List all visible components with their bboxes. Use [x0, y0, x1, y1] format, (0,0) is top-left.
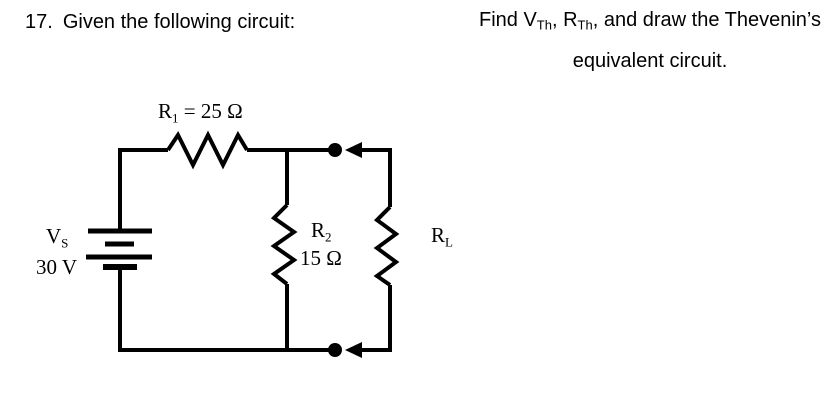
voltage-source-value: 30 V: [36, 255, 78, 279]
instruction-suffix: , and draw the Thevenin’s: [592, 9, 822, 31]
r1-label: R1 = 25 Ω: [158, 99, 243, 130]
instruction-line2: equivalent circuit.: [572, 50, 728, 73]
wire-right-bottom: [360, 285, 392, 352]
question-line: 17. Given the following circuit:: [25, 11, 295, 34]
r2-value: 15 Ω: [300, 246, 342, 270]
terminal-dot-top: [328, 143, 342, 157]
battery-symbol: [86, 228, 152, 270]
r1-resistor-zigzag: [166, 130, 249, 170]
arrowhead-bottom: [345, 342, 362, 358]
rl-subscript: L: [445, 234, 453, 250]
instruction-line1: Find VTh, RTh, and draw the Thevenin’s: [465, 2, 832, 43]
question-text: Given the following circuit:: [62, 11, 296, 33]
r2-symbol: R: [311, 218, 326, 242]
rl-symbol: R: [431, 223, 446, 247]
terminal-dot-bottom: [328, 343, 342, 357]
instruction-block: Find VTh, RTh, and draw the Thevenin’s e…: [465, 2, 832, 80]
instruction-find-prefix: Find V: [478, 9, 537, 31]
r2-subscript: 2: [325, 229, 332, 245]
vth-subscript: Th: [536, 17, 552, 33]
r2-resistor-zigzag: [270, 203, 298, 286]
voltage-source-label: VS: [46, 224, 68, 255]
rl-resistor-zigzag: [373, 205, 400, 287]
r2-label: R2: [311, 218, 332, 249]
vs-subscript: S: [61, 235, 69, 251]
wire-bottom-left: [118, 267, 330, 352]
r1-symbol: R: [158, 99, 173, 123]
instruction-mid: , R: [551, 9, 578, 31]
r1-equation: = 25 Ω: [178, 99, 243, 123]
wire-top-left: [118, 148, 168, 231]
wire-right-top: [360, 148, 392, 207]
rth-subscript: Th: [577, 17, 593, 33]
arrowhead-top: [345, 142, 362, 158]
question-number: 17.: [25, 11, 53, 33]
rl-label: RL: [431, 223, 453, 254]
r1-subscript: 1: [172, 110, 179, 126]
vs-symbol: V: [46, 224, 62, 248]
